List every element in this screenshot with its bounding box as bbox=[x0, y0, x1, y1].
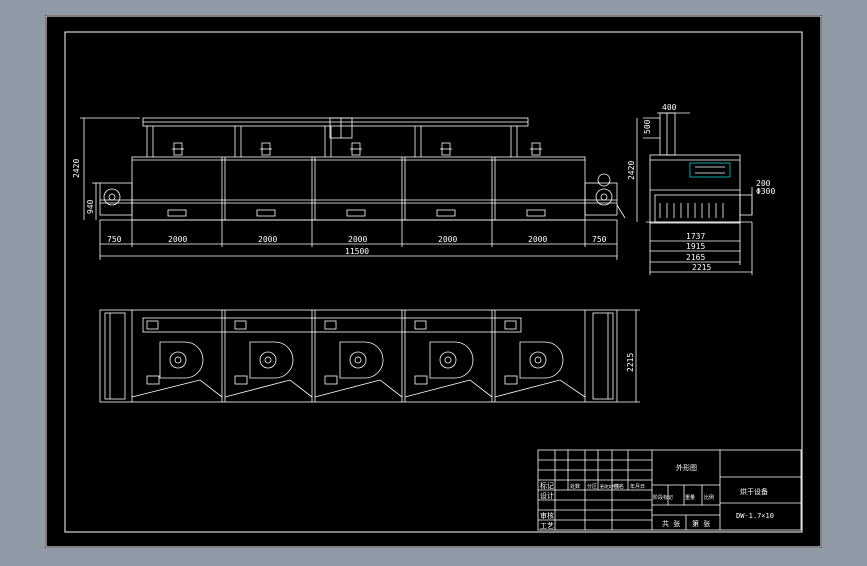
stage-label: 阶段标记 bbox=[653, 494, 673, 501]
hdr-zone: 分区 bbox=[587, 483, 597, 490]
fan-4 bbox=[439, 351, 457, 369]
hdr-sign: 签名 bbox=[614, 483, 624, 490]
title-block-text: 外形图 烘干设备 DW-1.7×10 标记 设计 审核 工艺 处数 分区 更改文… bbox=[540, 463, 774, 530]
plan-outline bbox=[99, 309, 618, 403]
front-inner-height: 940 bbox=[86, 199, 95, 214]
view-name: 外形图 bbox=[676, 463, 697, 472]
hdr-count: 处数 bbox=[570, 483, 580, 490]
front-view bbox=[80, 117, 626, 260]
plan-view bbox=[99, 309, 640, 403]
scale-label: 比例 bbox=[704, 494, 714, 501]
label-review: 审核 bbox=[540, 511, 554, 520]
sheet-num: 第 张 bbox=[692, 519, 710, 528]
fan-1 bbox=[169, 351, 187, 369]
side-dim-2165: 2165 bbox=[686, 253, 705, 262]
title-block bbox=[537, 449, 802, 531]
hdr-doc: 更改文件号 bbox=[600, 483, 620, 489]
sheet-total: 共 张 bbox=[662, 519, 680, 528]
front-seg-1: 2000 bbox=[168, 235, 187, 244]
model-number: DW-1.7×10 bbox=[736, 512, 774, 520]
weight-label: 重量 bbox=[685, 494, 695, 501]
side-body bbox=[649, 154, 741, 224]
side-dim-1737: 1737 bbox=[686, 232, 705, 241]
side-dim-phi300: Φ300 bbox=[756, 187, 775, 196]
front-seg-5: 2000 bbox=[528, 235, 547, 244]
product-name: 烘干设备 bbox=[740, 487, 768, 496]
fan-5 bbox=[529, 351, 547, 369]
fan-3 bbox=[349, 351, 367, 369]
side-dim-2215: 2215 bbox=[692, 263, 711, 272]
side-overall-height: 2420 bbox=[627, 161, 636, 180]
front-seg-3: 2000 bbox=[348, 235, 367, 244]
label-design: 设计 bbox=[540, 491, 554, 500]
side-view bbox=[636, 112, 753, 275]
paper-background bbox=[45, 15, 822, 548]
side-dim-1915: 1915 bbox=[686, 242, 705, 251]
front-seg-4: 2000 bbox=[438, 235, 457, 244]
front-seg-6: 750 bbox=[592, 235, 607, 244]
front-overall-height: 2420 bbox=[72, 159, 81, 178]
label-mark: 标记 bbox=[540, 481, 554, 490]
feed-drum bbox=[103, 188, 121, 206]
front-seg-0: 750 bbox=[107, 235, 122, 244]
label-process: 工艺 bbox=[540, 522, 554, 530]
fan-2 bbox=[259, 351, 277, 369]
discharge-drum bbox=[595, 188, 613, 206]
side-top-height: 500 bbox=[643, 119, 652, 134]
front-total-length: 11500 bbox=[345, 247, 369, 256]
outer-border bbox=[45, 15, 822, 548]
inner-border bbox=[64, 31, 803, 533]
side-dim-200: 200 bbox=[756, 179, 771, 188]
hdr-date: 年月日 bbox=[630, 483, 645, 490]
front-seg-2: 2000 bbox=[258, 235, 277, 244]
side-top-width: 400 bbox=[662, 103, 677, 112]
plan-depth: 2215 bbox=[626, 353, 635, 372]
